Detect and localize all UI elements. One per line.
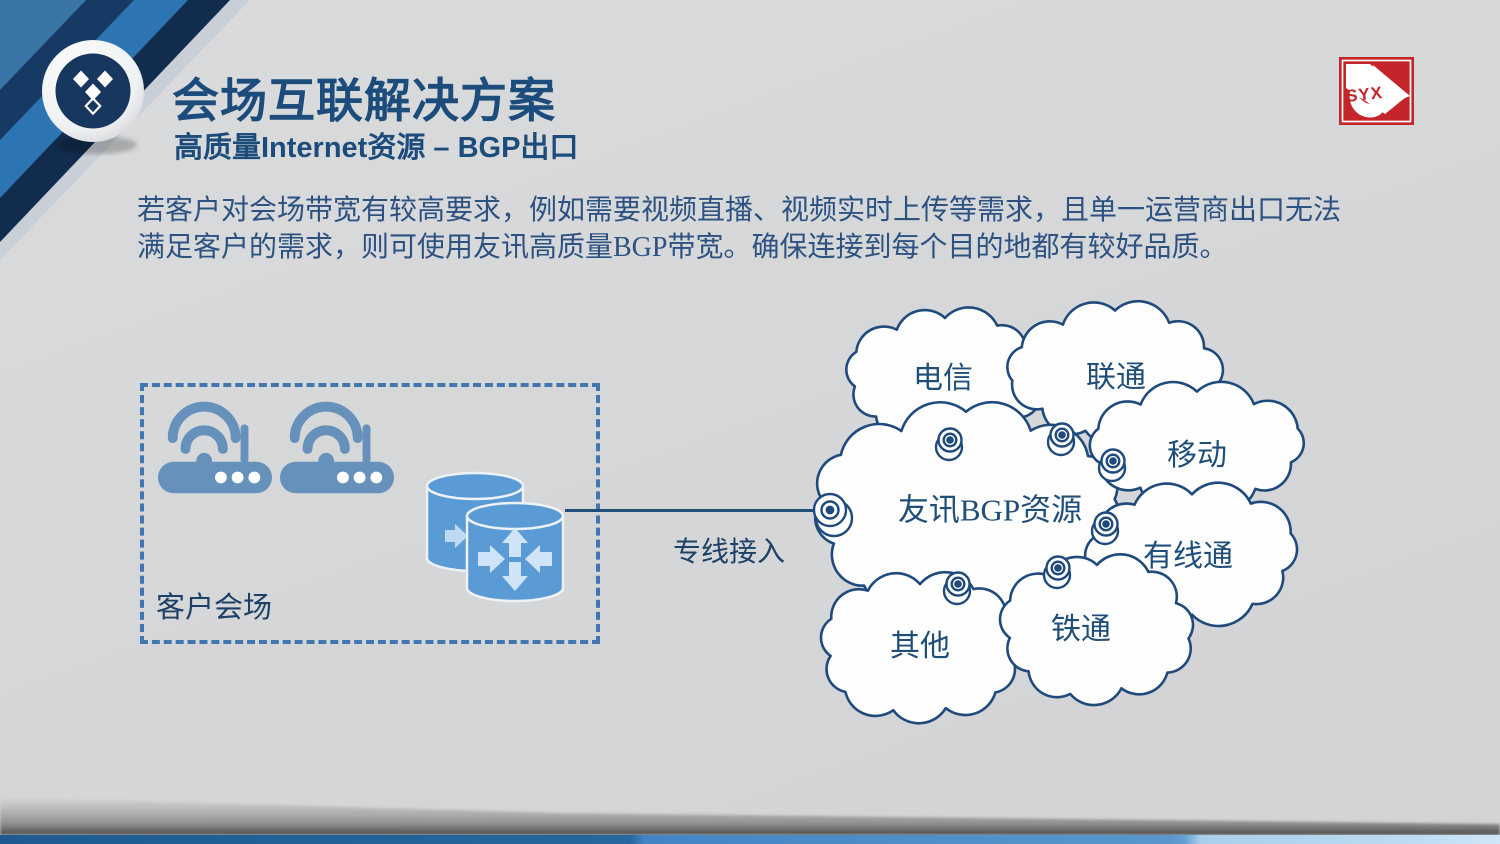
bottom-accent-strip xyxy=(0,835,1500,844)
peering-connector-icon xyxy=(942,571,972,606)
cloud-label-tietong: 铁通 xyxy=(1051,613,1111,646)
dedicated-line-connector xyxy=(565,509,833,512)
body-line-1: 若客户对会场带宽有较高要求，例如需要视频直播、视频实时上传等需求，且单一运营商出… xyxy=(137,195,1342,226)
bottom-shadow xyxy=(0,797,1500,835)
body-line-2: 满足客户的需求，则可使用友讯高质量BGP带宽。确保连接到每个目的地都有较好品质。 xyxy=(137,232,1228,263)
peering-connector-icon xyxy=(1046,422,1076,457)
cloud-label-unicom: 联通 xyxy=(1086,361,1146,394)
cloud-label-telecom: 电信 xyxy=(913,362,973,395)
peering-connector-icon xyxy=(1090,511,1120,546)
venue-label: 客户会场 xyxy=(156,592,273,624)
dedicated-line-label: 专线接入 xyxy=(673,537,786,568)
cloud-label-other: 其他 xyxy=(890,630,950,663)
peering-connector-icon xyxy=(1042,555,1072,590)
cloud-tietong xyxy=(998,553,1195,707)
syx-logo: SYX xyxy=(1339,57,1414,125)
cloud-label-mobile: 移动 xyxy=(1167,439,1227,472)
line-access-connector-icon xyxy=(812,492,854,538)
customer-venue-box xyxy=(140,383,600,644)
body-paragraph: 若客户对会场带宽有较高要求，例如需要视频直播、视频实时上传等需求，且单一运营商出… xyxy=(137,192,1437,266)
router-cylinders-icon xyxy=(425,471,565,603)
router-arrows-glyph xyxy=(478,528,552,591)
page-subtitle: 高质量Internet资源 – BGP出口 xyxy=(174,132,579,164)
brand-badge-icon xyxy=(42,40,144,154)
wifi-router-icon xyxy=(157,401,273,494)
corner-decoration xyxy=(0,0,250,260)
cloud-label-bgp-center: 友讯BGP资源 xyxy=(897,492,1083,528)
peering-connector-icon xyxy=(934,427,964,462)
cloud-label-cable: 有线通 xyxy=(1143,540,1233,573)
page-title: 会场互联解决方案 xyxy=(172,76,556,128)
wifi-router-icon xyxy=(279,401,395,494)
bgp-cloud-diagram xyxy=(812,300,1306,725)
peering-connector-icon xyxy=(1097,448,1127,483)
syx-logo-text: SYX xyxy=(1345,83,1384,106)
